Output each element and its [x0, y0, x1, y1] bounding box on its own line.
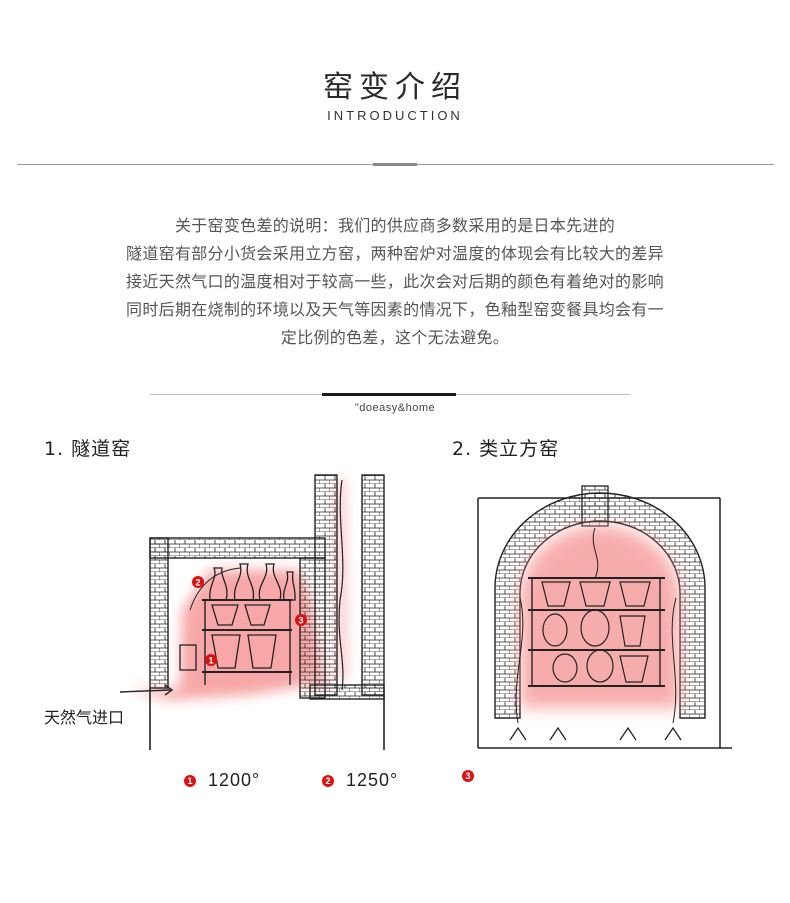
- tunnel-kiln-diagram: 1 2 3: [119, 474, 385, 750]
- legend-item: 1 1200°: [184, 770, 260, 791]
- svg-text:2: 2: [195, 578, 200, 588]
- marker-1-icon: 1: [184, 774, 196, 787]
- svg-text:3: 3: [298, 616, 303, 626]
- marker-2-icon: 2: [322, 774, 334, 787]
- intro-line: 关于窑变色差的说明：我们的供应商多数采用的是日本先进的: [174, 216, 616, 235]
- section-divider-accent: [322, 393, 456, 396]
- intro-line: 接近天然气口的温度相对于较高一些，此次会对后期的颜色有着绝对的影响: [126, 272, 664, 291]
- legend-item: 3: [462, 770, 486, 782]
- intro-paragraph: 关于窑变色差的说明：我们的供应商多数采用的是日本先进的 隧道窑有部分小货会采用立…: [40, 212, 750, 352]
- svg-text:1: 1: [208, 656, 213, 666]
- intro-line: 同时后期在烧制的环境以及天气等因素的情况下，色釉型窑变餐具均会有一: [126, 300, 664, 319]
- cube-kiln-title: 2. 类立方窑: [452, 438, 560, 460]
- header-divider-accent: [373, 163, 417, 166]
- marker-3-icon: 3: [462, 770, 474, 782]
- intro-line: 定比例的色差，这个无法避免。: [280, 328, 510, 347]
- temperature-1: 1200°: [208, 770, 261, 790]
- temperature-2: 1250°: [346, 770, 399, 790]
- brand-label: "doeasy&home: [354, 402, 436, 414]
- gas-inlet-label: 天然气进口: [44, 708, 125, 727]
- tunnel-kiln-title: 1. 隧道窑: [44, 438, 132, 460]
- intro-line: 隧道窑有部分小货会采用立方窑，两种窑炉对温度的体现会有比较大的差异: [126, 244, 664, 263]
- legend-item: 2 1250°: [322, 770, 398, 791]
- page-subtitle: INTRODUCTION: [327, 108, 463, 123]
- page-title: 窑变介绍: [323, 70, 467, 105]
- cube-kiln-diagram: [477, 485, 732, 749]
